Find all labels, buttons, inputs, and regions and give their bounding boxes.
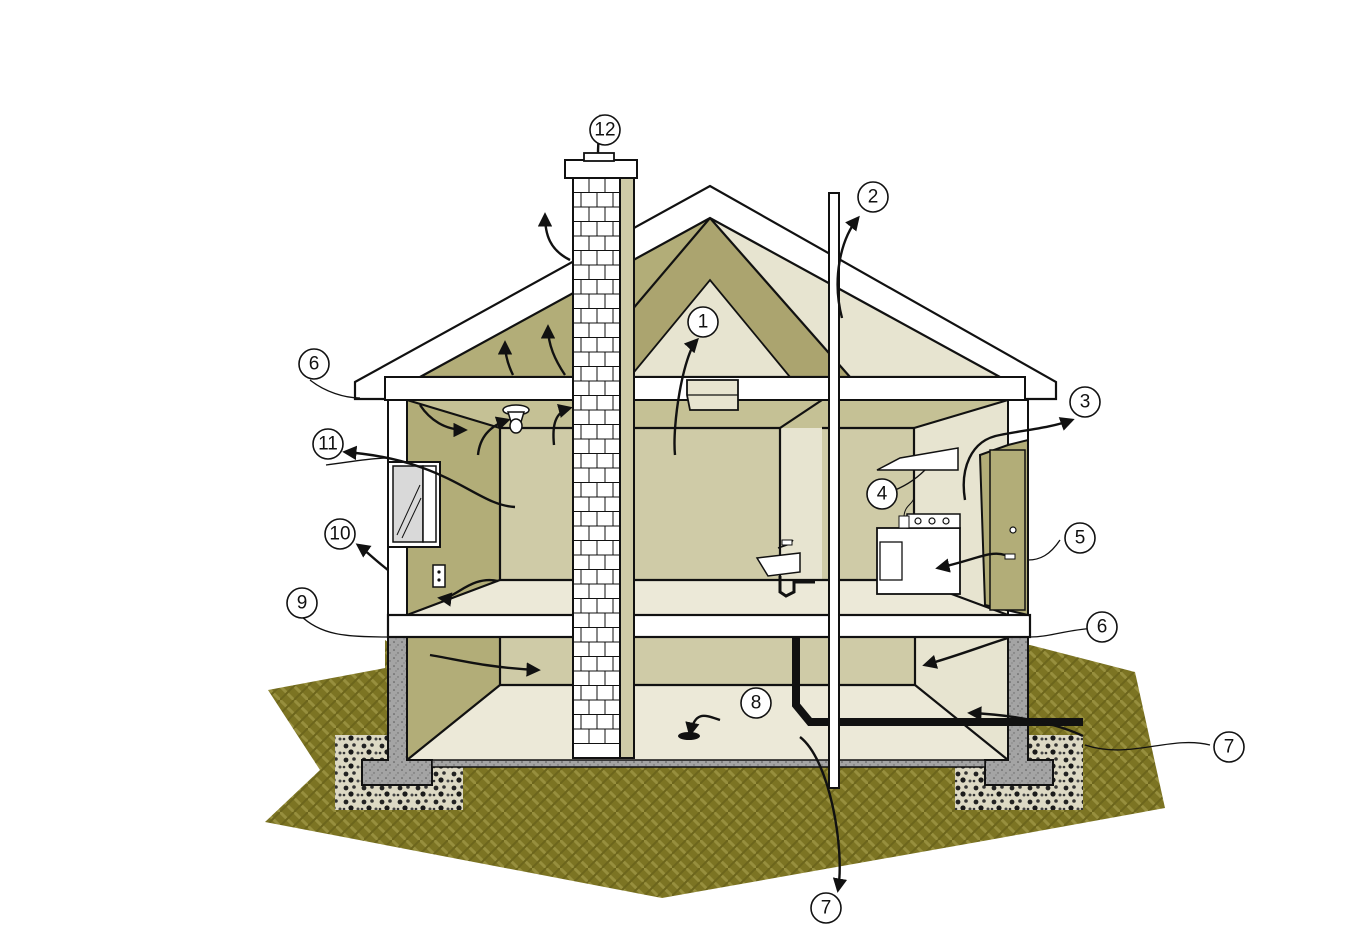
callout-7-pipe: 7: [1213, 731, 1245, 763]
exterior-door: [978, 438, 1029, 617]
svg-text:10: 10: [329, 524, 350, 545]
service-pipe: [792, 637, 1083, 726]
basement-back-wall: [500, 637, 915, 685]
left-foundation-wall: [361, 636, 433, 786]
basement-right-wall: [915, 637, 1008, 760]
right-foundation-wall: [984, 636, 1054, 786]
chimney: [564, 152, 638, 759]
callout-6-roof: 6: [298, 348, 330, 380]
callout-6-floor: 6: [1086, 611, 1118, 643]
svg-text:12: 12: [594, 120, 615, 141]
callout-7-slab: 7: [810, 892, 842, 924]
svg-text:7: 7: [1224, 737, 1235, 758]
svg-text:1: 1: [698, 312, 709, 333]
main-floor-left-wall: [407, 400, 500, 615]
main-floor-floor: [407, 580, 1008, 615]
callout-9: 9: [286, 587, 318, 619]
electrical-outlet: [432, 564, 446, 588]
svg-text:4: 4: [877, 484, 888, 505]
basement-left-wall: [407, 637, 500, 760]
callouts: 1 2 3 4 5 6 6 7 7 8 9 10 11 12: [286, 114, 1245, 924]
svg-text:8: 8: [751, 693, 762, 714]
svg-text:6: 6: [309, 354, 320, 375]
svg-text:3: 3: [1080, 392, 1091, 413]
callout-12: 12: [589, 114, 621, 146]
callout-4: 4: [866, 478, 898, 510]
window: [387, 461, 441, 548]
callout-5: 5: [1064, 522, 1096, 554]
chimney-bricks: [573, 178, 620, 744]
svg-text:11: 11: [318, 434, 338, 455]
svg-text:5: 5: [1075, 528, 1086, 549]
attic-hatch: [686, 379, 739, 411]
callout-11: 11: [312, 428, 344, 460]
svg-text:6: 6: [1097, 617, 1108, 638]
callout-3: 3: [1069, 386, 1101, 418]
callout-10: 10: [324, 518, 356, 550]
callout-1: 1: [687, 306, 719, 338]
floor-joist-band: [386, 613, 1032, 639]
main-floor-back-wall: [500, 428, 780, 580]
callout-2: 2: [857, 181, 889, 213]
range-hood: [876, 447, 959, 471]
svg-text:2: 2: [868, 187, 879, 208]
callout-8: 8: [740, 687, 772, 719]
svg-text:9: 9: [297, 593, 308, 614]
plumbing-vent-stack: [828, 192, 840, 789]
ceiling-light-fixture: [502, 404, 530, 434]
svg-text:7: 7: [821, 898, 832, 919]
basement-floor: [407, 685, 1008, 760]
bathroom-sink: [755, 539, 815, 598]
basement-slab: [431, 759, 986, 768]
